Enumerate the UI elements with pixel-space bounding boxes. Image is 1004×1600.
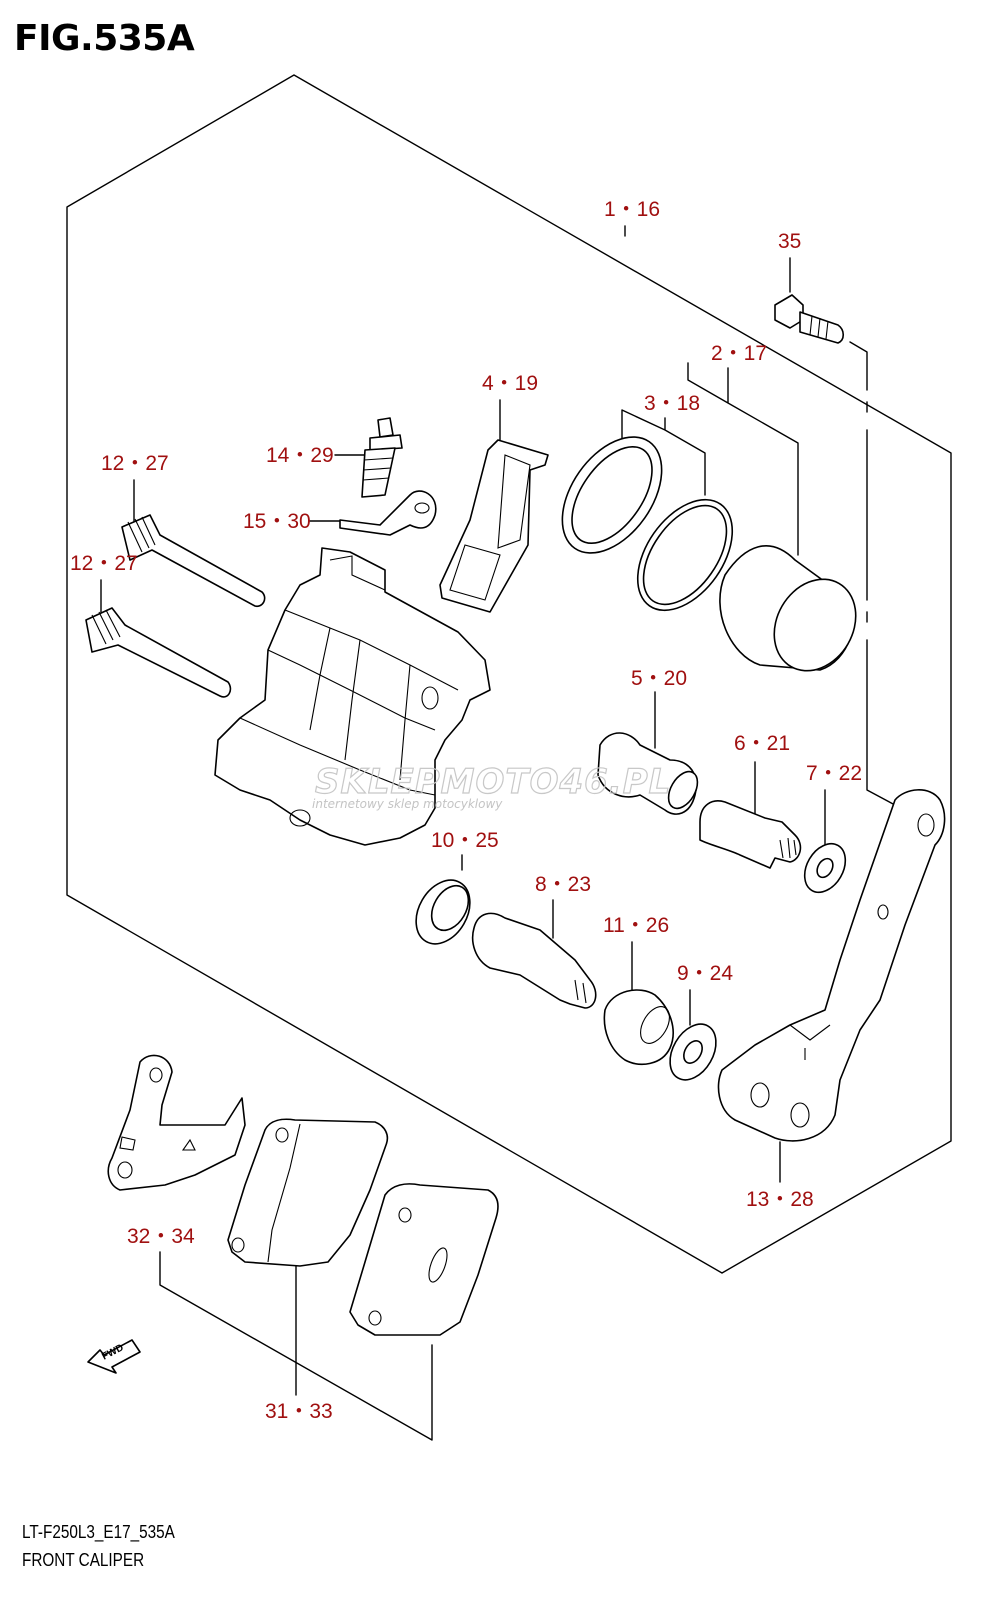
- figure-code: LT-F250L3_E17_535A: [22, 1522, 175, 1542]
- watermark: SKLEPMOTO46.PL internetowy sklep motocyk…: [312, 761, 671, 811]
- callout-31-33: 31・33: [265, 1400, 333, 1423]
- callout-10-25: 10・25: [431, 829, 499, 852]
- watermark-brand: SKLEPMOTO46.PL: [315, 762, 671, 802]
- callout-5-20: 5・20: [631, 667, 687, 690]
- bleeder-valve-part: [361, 417, 403, 498]
- flange-bolt-part: [774, 294, 845, 344]
- pad-shim-part: [107, 1054, 246, 1191]
- bleeder-cap-part: [339, 490, 437, 536]
- callout-4-19: 4・19: [482, 372, 538, 395]
- assembly-outline: [66, 74, 952, 1274]
- callout-13-28: 13・28: [746, 1188, 814, 1211]
- callout-12-27-a: 12・27: [101, 452, 169, 475]
- callout-7-22: 7・22: [806, 762, 862, 785]
- figure-title: FIG.535A: [14, 18, 195, 59]
- pin-bolt-part: [699, 800, 802, 869]
- callout-15-30: 15・30: [243, 510, 311, 533]
- brake-pad-part-inner: [349, 1183, 499, 1336]
- slide-boot-part: [415, 879, 471, 945]
- caliper-body-part: [214, 547, 491, 846]
- slide-pin-part: [471, 912, 597, 1009]
- brake-pad-part-outer: [227, 1118, 389, 1267]
- callout-8-23: 8・23: [535, 873, 591, 896]
- callout-11-26: 11・26: [603, 914, 669, 937]
- callout-1-16: 1・16: [604, 198, 660, 221]
- callout-32-34: 32・34: [127, 1225, 195, 1248]
- pin-boot-part: [597, 732, 699, 815]
- callout-14-29: 14・29: [266, 444, 334, 467]
- boot-part-11: [603, 989, 674, 1066]
- callout-35: 35: [778, 230, 801, 253]
- caliper-pin-parts: [85, 514, 266, 698]
- callout-6-21: 6・21: [734, 732, 790, 755]
- callout-12-27-b: 12・27: [70, 552, 138, 575]
- fwd-arrow-icon: FWD: [87, 1339, 141, 1374]
- watermark-tagline: internetowy sklep motocyklowy: [312, 797, 503, 811]
- callout-2-17: 2・17: [711, 342, 767, 365]
- callout-labels: 1・16 35 2・17 3・18 4・19 14・29 15・30 12・27…: [70, 198, 862, 1423]
- pad-spring-part: [439, 439, 549, 613]
- washer-part-9: [669, 1023, 717, 1081]
- washer-part-7: [803, 842, 847, 894]
- caliper-holder-part: [717, 789, 946, 1142]
- piston-part: [719, 545, 857, 672]
- piston-seal-parts: [561, 436, 734, 612]
- figure-name: FRONT CALIPER: [22, 1550, 145, 1570]
- callout-9-24: 9・24: [677, 962, 733, 985]
- callout-3-18: 3・18: [644, 392, 700, 415]
- leader-lines: [100, 225, 896, 1441]
